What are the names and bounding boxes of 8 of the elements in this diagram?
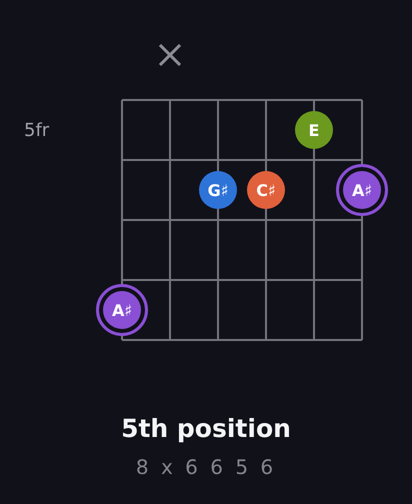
note-dot: C♯ (247, 171, 285, 209)
fret-position-label: 5fr (24, 119, 50, 143)
note-dot: E (295, 111, 333, 149)
fingering-label: 8 x 6 6 5 6 (134, 454, 278, 480)
note-dot: G♯ (199, 171, 237, 209)
chart-title: 5th position (120, 413, 292, 445)
root-note-dot: A♯ (96, 284, 148, 336)
root-note-dot: A♯ (336, 164, 388, 216)
